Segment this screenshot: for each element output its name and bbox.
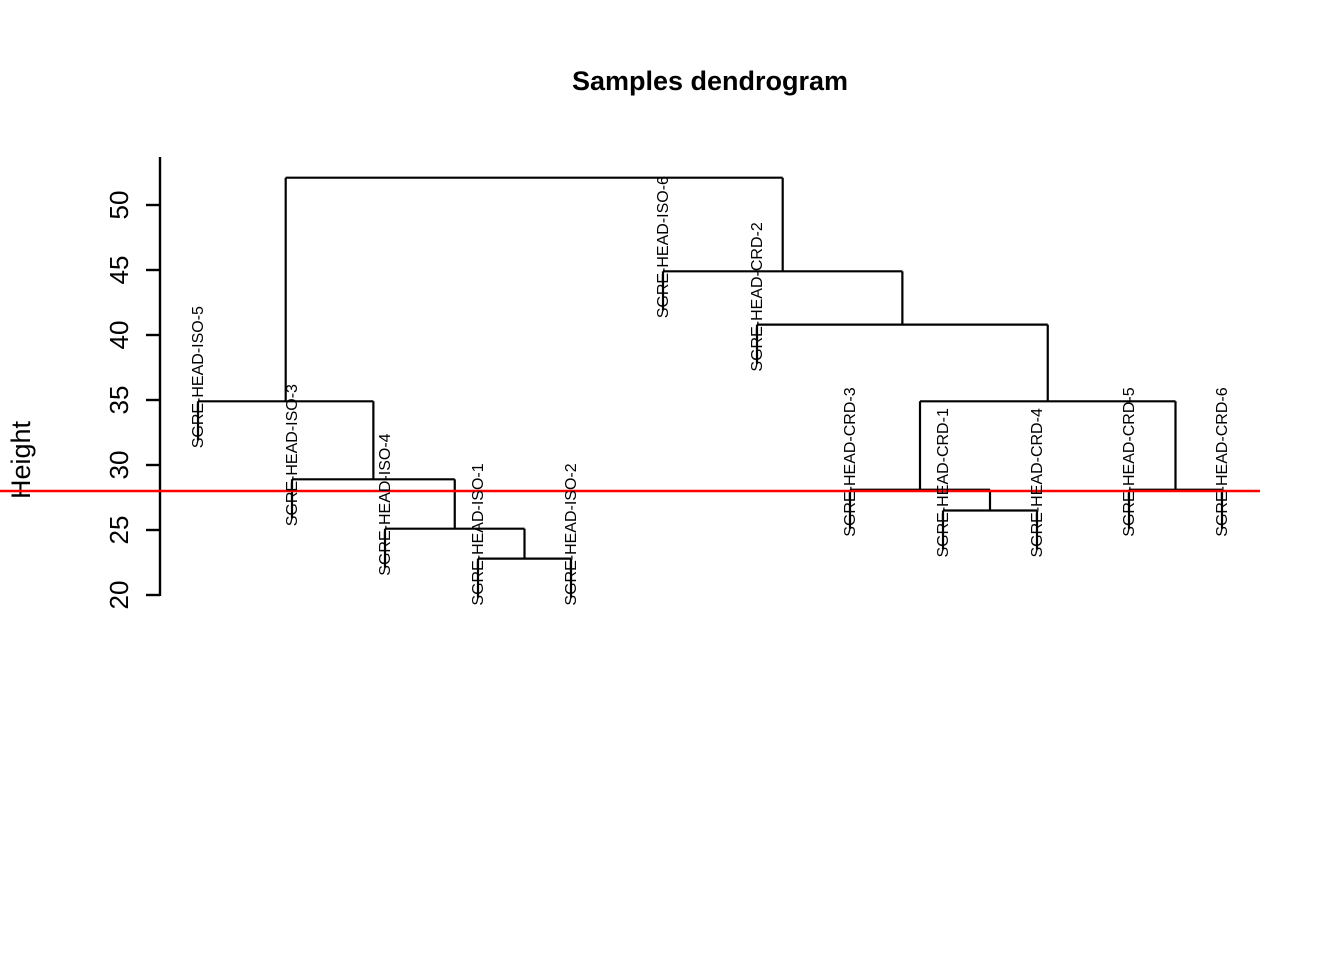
dendrogram-links [196, 176, 1224, 598]
y-axis-ticks: 50 45 40 35 30 25 20 [104, 191, 160, 610]
tick-label-30: 30 [104, 451, 134, 480]
tick-label-20: 20 [104, 581, 134, 610]
leaf-label-SGRE-HEAD-ISO-6: SGRE-HEAD-ISO-6 [655, 176, 672, 318]
leaf-label-SGRE-HEAD-ISO-2: SGRE-HEAD-ISO-2 [563, 463, 580, 605]
leaf-label-SGRE-HEAD-CRD-2: SGRE-HEAD-CRD-2 [749, 222, 766, 371]
leaf-label-SGRE-HEAD-ISO-4: SGRE-HEAD-ISO-4 [377, 433, 394, 575]
tick-label-50: 50 [104, 191, 134, 220]
leaf-label-SGRE-HEAD-CRD-1: SGRE-HEAD-CRD-1 [935, 408, 952, 557]
leaf-label-SGRE-HEAD-CRD-4: SGRE-HEAD-CRD-4 [1029, 408, 1046, 557]
tick-label-40: 40 [104, 321, 134, 350]
leaf-label-SGRE-HEAD-ISO-5: SGRE-HEAD-ISO-5 [190, 306, 207, 448]
leaf-label-SGRE-HEAD-CRD-5: SGRE-HEAD-CRD-5 [1121, 387, 1138, 536]
tick-label-45: 45 [104, 256, 134, 285]
leaf-label-SGRE-HEAD-ISO-3: SGRE-HEAD-ISO-3 [284, 384, 301, 526]
tick-label-35: 35 [104, 386, 134, 415]
leaf-label-SGRE-HEAD-ISO-1: SGRE-HEAD-ISO-1 [470, 463, 487, 605]
leaf-label-SGRE-HEAD-CRD-6: SGRE-HEAD-CRD-6 [1214, 387, 1231, 536]
tick-label-25: 25 [104, 516, 134, 545]
page-title: Samples dendrogram [572, 66, 848, 96]
leaf-label-SGRE-HEAD-CRD-3: SGRE-HEAD-CRD-3 [842, 387, 859, 536]
y-axis-label: Height [6, 420, 36, 499]
